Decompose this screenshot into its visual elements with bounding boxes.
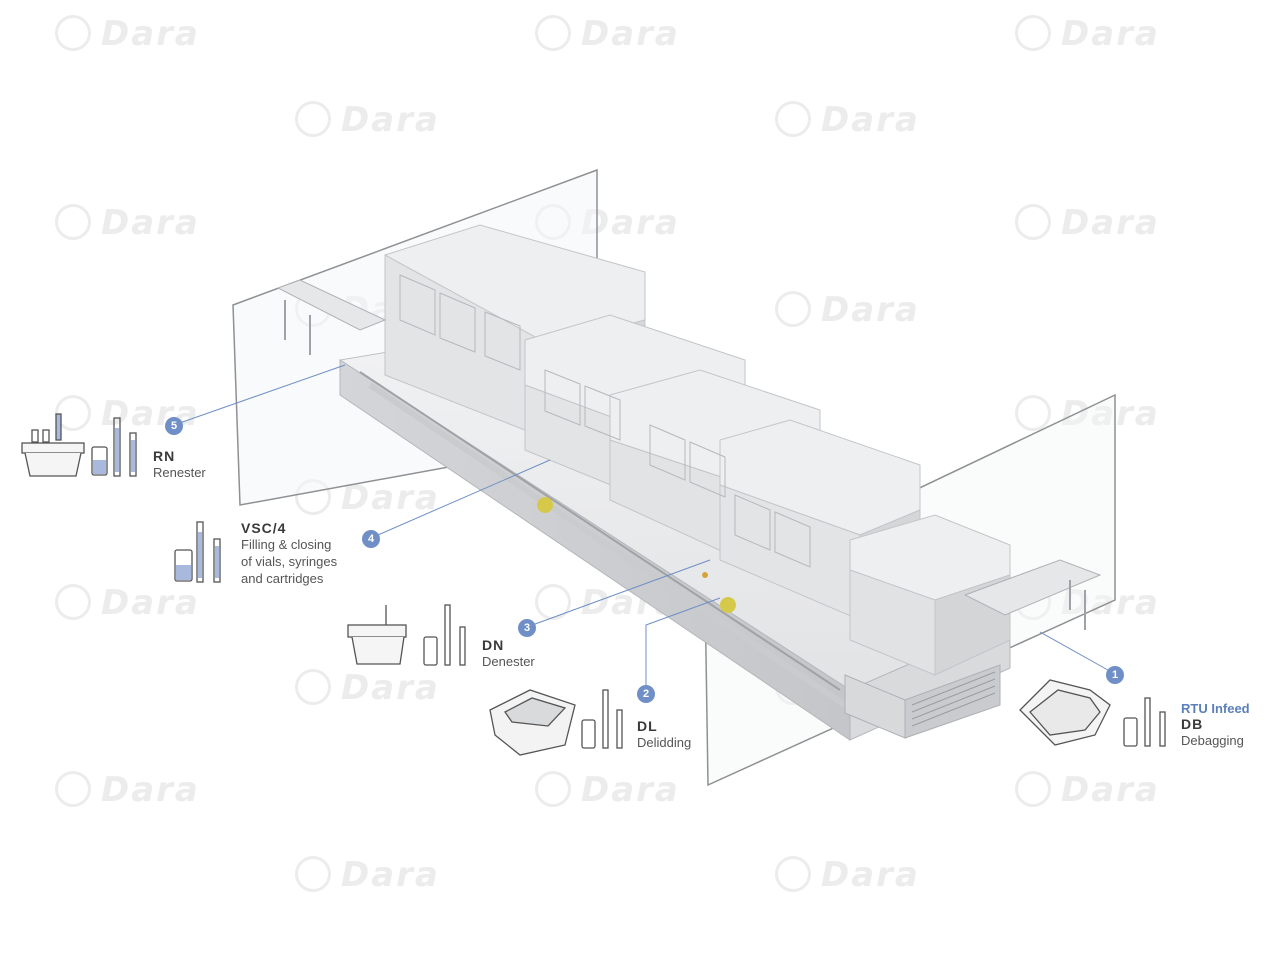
watermark-logo: Dara	[1015, 203, 1160, 243]
watermark-ring-icon	[295, 855, 331, 892]
watermark-text: Dara	[101, 14, 200, 54]
station-badge-4: 4	[362, 530, 380, 548]
watermark-logo: Dara	[1015, 14, 1160, 54]
station-desc-dn: Denester	[482, 654, 535, 669]
renest-tub-vial-syringe-icon	[21, 413, 137, 477]
watermark-logo: Dara	[55, 203, 200, 243]
station-label-vsc4: VSC/4 Filling & closing of vials, syring…	[241, 520, 337, 587]
station-code-vsc4: VSC/4	[241, 520, 287, 536]
station-label-rn: RN Renester	[153, 448, 206, 481]
watermark-text: Dara	[1061, 203, 1160, 243]
watermark-logo: Dara	[55, 583, 200, 623]
watermark-ring-icon	[295, 668, 331, 705]
watermark-text: Dara	[1061, 770, 1160, 810]
watermark-logo: Dara	[775, 100, 920, 140]
watermark-logo: Dara	[295, 668, 440, 708]
watermark-ring-icon	[55, 583, 91, 620]
watermark-logo: Dara	[535, 14, 680, 54]
station-highlight-rtu-infeed: RTU Infeed	[1181, 701, 1250, 716]
watermark-ring-icon	[55, 203, 91, 240]
watermark-text: Dara	[1061, 394, 1160, 434]
station-badge-5: 5	[165, 417, 183, 435]
watermark-ring-icon	[55, 14, 91, 51]
watermark-text: Dara	[581, 14, 680, 54]
watermark-logo: Dara	[295, 855, 440, 895]
station-code-dn: DN	[482, 637, 505, 653]
watermark-logo: Dara	[55, 770, 200, 810]
filled-vial-syringe-icon	[174, 521, 221, 583]
watermark-logo: Dara	[775, 855, 920, 895]
watermark-ring-icon	[295, 100, 331, 137]
watermark-ring-icon	[775, 290, 811, 327]
watermark-ring-icon	[1015, 770, 1051, 807]
station-desc-vsc4-line1: Filling & closing	[241, 537, 332, 552]
station-badge-1: 1	[1106, 666, 1124, 684]
electrical-cabinet	[844, 664, 1001, 739]
station-badge-3: 3	[518, 619, 536, 637]
bag-tub-vial-syringe-icon	[1019, 679, 1166, 747]
watermark-ring-icon	[775, 100, 811, 137]
watermark-text: Dara	[101, 770, 200, 810]
station-badge-2: 2	[637, 685, 655, 703]
watermark-logo: Dara	[295, 100, 440, 140]
watermark-ring-icon	[775, 855, 811, 892]
watermark-text: Dara	[341, 668, 440, 708]
station-desc-rn: Renester	[153, 465, 206, 480]
tub-vial-syringe-icon	[489, 689, 623, 756]
isolator-housing	[384, 224, 1011, 676]
station-code-dl: DL	[637, 718, 658, 734]
door-panels	[399, 274, 811, 568]
watermark-logo: Dara	[775, 290, 920, 330]
watermark-logo: Dara	[535, 770, 680, 810]
watermark-ring-icon	[1015, 394, 1051, 431]
watermark-logo: Dara	[295, 478, 440, 518]
watermark-text: Dara	[341, 100, 440, 140]
watermark-ring-icon	[55, 770, 91, 807]
watermark-text: Dara	[341, 478, 440, 518]
watermark-text: Dara	[821, 855, 920, 895]
watermark-text: Dara	[341, 855, 440, 895]
station-desc-vsc4-line2: of vials, syringes	[241, 554, 338, 569]
watermark-text: Dara	[1061, 14, 1160, 54]
watermark-ring-icon	[1015, 14, 1051, 51]
station-code-rn: RN	[153, 448, 176, 464]
safety-sensors	[537, 497, 736, 613]
watermark-text: Dara	[821, 100, 920, 140]
station-desc-db: Debagging	[1181, 733, 1244, 748]
watermark-logo: Dara	[1015, 394, 1160, 434]
station-code-db: DB	[1181, 716, 1204, 732]
station-label-dn: DN Denester	[482, 637, 535, 670]
station-desc-dl: Delidding	[637, 735, 692, 750]
watermark-logo: Dara	[1015, 770, 1160, 810]
watermark-text: Dara	[101, 203, 200, 243]
watermark-ring-icon	[535, 14, 571, 51]
station-label-db: RTU Infeed DB Debagging	[1181, 701, 1250, 749]
watermark-text: Dara	[101, 583, 200, 623]
watermark-text: Dara	[581, 770, 680, 810]
nest-vial-syringe-icon	[347, 604, 466, 666]
watermark-logo: Dara	[55, 14, 200, 54]
watermark-ring-icon	[55, 394, 91, 431]
callout-leaders	[173, 364, 1116, 692]
station-label-dl: DL Delidding	[637, 718, 691, 751]
infeed-conveyor	[963, 559, 1102, 630]
watermark-text: Dara	[821, 290, 920, 330]
outfeed-conveyor	[276, 279, 387, 355]
watermark-ring-icon	[1015, 203, 1051, 240]
station-desc-vsc4-line3: and cartridges	[241, 571, 324, 586]
watermark-ring-icon	[535, 770, 571, 807]
